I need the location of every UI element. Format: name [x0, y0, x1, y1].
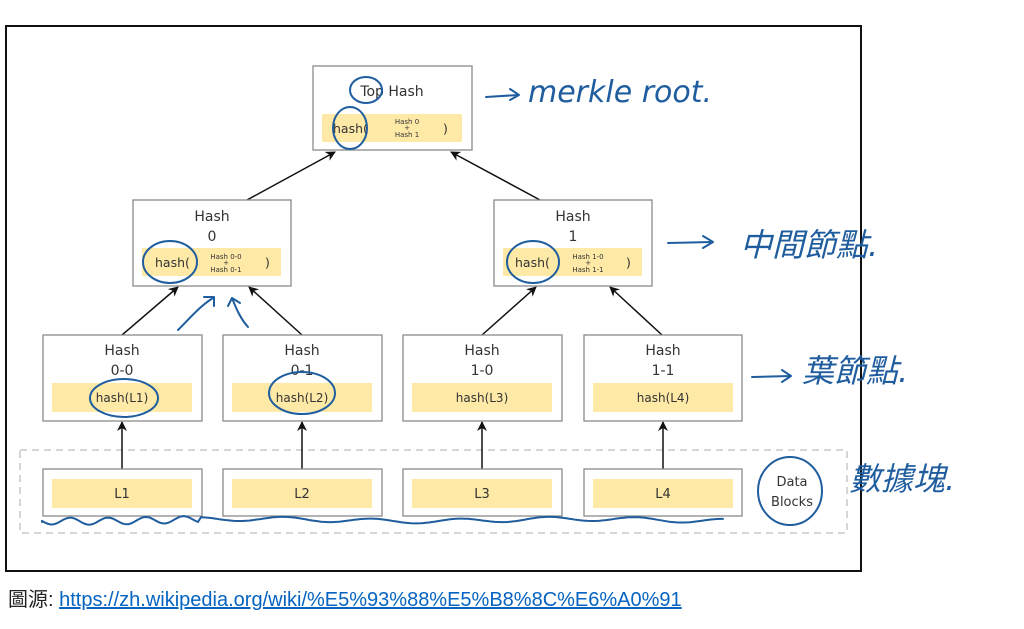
ink-small-arrow-right-icon	[227, 297, 249, 328]
ink-arrow-intermediate-icon	[667, 235, 714, 249]
leaf-value: hash(L1)	[96, 391, 149, 405]
top-hash-input-1: Hash 1	[395, 131, 419, 139]
leaf-node-0-1: Hash 0-1 hash(L2)	[222, 334, 383, 422]
hash-0-input-0: Hash 0-0	[210, 253, 241, 261]
leaf-node-1-1: Hash 1-1 hash(L4)	[583, 334, 743, 422]
leaf-highlight	[412, 383, 552, 412]
leaf-highlight	[52, 383, 192, 412]
leaf-title: Hash	[284, 343, 319, 359]
leaf-highlight	[593, 383, 733, 412]
data-block-highlight	[232, 479, 372, 508]
ink-arrow-leaf-icon	[751, 369, 792, 383]
top-hash-node: Top Hash hash( Hash 0 + Hash 1 )	[312, 65, 473, 151]
leaf-node-0-0: Hash 0-0 hash(L1)	[42, 334, 203, 422]
edge-hash-0-0-to-hash-0	[121, 286, 179, 336]
top-hash-formula-highlight	[322, 114, 462, 142]
ink-circle-hash-1-fn	[506, 240, 560, 284]
leaf-value: hash(L2)	[276, 391, 329, 405]
source-link[interactable]: https://zh.wikipedia.org/wiki/%E5%93%88%…	[59, 589, 682, 611]
hash-1-title: Hash	[555, 209, 590, 225]
data-blocks-label-line-2: Blocks	[771, 495, 813, 510]
data-block-l2: L2	[222, 468, 383, 517]
hash-1-fn-close: )	[626, 255, 631, 270]
hash-1-input-plus: +	[585, 259, 591, 267]
data-blocks-group	[19, 449, 848, 534]
ink-annotations: merkle root. 中間節點. 葉節點. 數據塊.	[41, 75, 955, 526]
leaf-value: hash(L3)	[456, 391, 509, 405]
data-block-label: L2	[294, 487, 310, 502]
data-block-l4: L4	[583, 468, 743, 517]
hash-1-node: Hash 1 hash( Hash 1-0 + Hash 1-1 )	[493, 199, 653, 287]
data-block-highlight	[412, 479, 552, 508]
annotation-data-blocks: 數據塊.	[849, 460, 955, 498]
edge-hash-0-1-to-hash-0	[248, 286, 303, 336]
hash-0-fn-close: )	[265, 255, 270, 270]
ink-circle-hash-l2	[268, 371, 336, 415]
hash-0-input-1: Hash 0-1	[210, 266, 241, 274]
image-frame	[5, 25, 862, 572]
top-hash-title: Top Hash	[359, 84, 423, 100]
caption-label: 圖源:	[8, 589, 60, 611]
ink-circle-hash-l1	[89, 378, 159, 418]
edge-hash-1-0-to-hash-1	[481, 286, 537, 336]
hash-0-id: 0	[208, 229, 217, 245]
ink-circle-top	[349, 76, 383, 104]
data-block-label: L1	[114, 487, 130, 502]
ink-circle-hash-0-fn	[142, 240, 198, 284]
image-source-caption: 圖源: https://zh.wikipedia.org/wiki/%E5%93…	[8, 583, 682, 612]
leaf-value: hash(L4)	[637, 391, 690, 405]
hash-1-formula-highlight	[503, 248, 642, 276]
annotation-merkle-root: merkle root.	[528, 75, 712, 110]
ink-circle-top-hash-fn	[332, 106, 368, 150]
hash-0-input-plus: +	[223, 259, 229, 267]
hash-1-input-0: Hash 1-0	[572, 253, 603, 261]
hash-1-input-1: Hash 1-1	[572, 266, 603, 274]
ink-wavy-underline	[41, 515, 724, 526]
top-hash-fn-close: )	[443, 121, 448, 136]
hash-0-fn-open: hash(	[155, 255, 190, 270]
edge-hash-0-to-top-hash	[246, 151, 336, 201]
leaf-highlight	[232, 383, 372, 412]
data-block-l1: L1	[42, 468, 203, 517]
hash-1-fn-open: hash(	[515, 255, 550, 270]
leaf-node-1-0: Hash 1-0 hash(L3)	[402, 334, 563, 422]
data-block-label: L3	[474, 487, 490, 502]
top-hash-input-0: Hash 0	[395, 118, 419, 126]
leaf-id: 1-0	[471, 363, 494, 379]
data-block-l3: L3	[402, 468, 563, 517]
ink-arrow-merkle-root-icon	[485, 88, 520, 101]
data-block-highlight	[593, 479, 733, 508]
leaf-title: Hash	[104, 343, 139, 359]
leaf-title: Hash	[645, 343, 680, 359]
edges	[117, 151, 668, 469]
edge-hash-1-1-to-hash-1	[609, 286, 663, 336]
ink-circle-data-blocks	[757, 456, 823, 526]
data-blocks-label-line-1: Data	[776, 475, 807, 490]
hash-0-formula-highlight	[142, 248, 281, 276]
top-hash-fn-open: hash(	[333, 121, 368, 136]
merkle-tree-diagram: Top Hash hash( Hash 0 + Hash 1 ) Hash 0 …	[5, 25, 955, 572]
ink-small-arrow-left-icon	[177, 296, 215, 331]
data-block-highlight	[52, 479, 192, 508]
annotation-leaf-nodes: 葉節點.	[802, 352, 908, 390]
hash-1-id: 1	[569, 229, 578, 245]
data-block-label: L4	[655, 487, 671, 502]
annotation-intermediate-nodes: 中間節點.	[740, 226, 878, 264]
leaf-id: 0-0	[111, 363, 134, 379]
hash-0-title: Hash	[194, 209, 229, 225]
edge-hash-1-to-top-hash	[450, 151, 541, 201]
leaf-id: 1-1	[652, 363, 675, 379]
top-hash-input-plus: +	[404, 124, 410, 132]
leaf-title: Hash	[464, 343, 499, 359]
